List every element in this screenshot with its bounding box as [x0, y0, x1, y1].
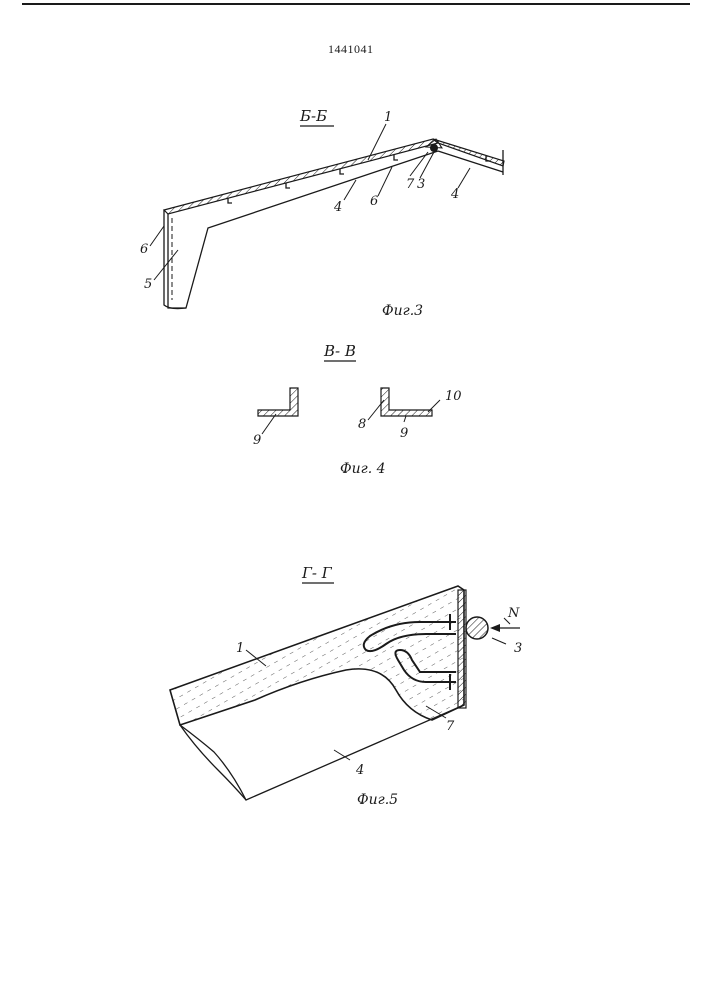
- body-break-line: [180, 725, 246, 800]
- fig5-label-7: 7: [446, 719, 455, 734]
- fig5-caption: Фиг.5: [357, 792, 398, 808]
- figure-4: В- В 9 8 9 10 Фиг. 4: [253, 342, 462, 477]
- angle-profile-right: [381, 388, 432, 416]
- leg-5-outline: [164, 210, 186, 309]
- concrete-section-1: [170, 586, 464, 725]
- section-label-g-g: Г- Г: [301, 564, 333, 582]
- fig3-label-5: 5: [144, 277, 152, 292]
- beam-body-4: [180, 705, 464, 800]
- fig4-label-9b: 9: [400, 426, 408, 441]
- fig3-label-1: 1: [384, 110, 392, 125]
- force-arrow-n: [490, 624, 520, 632]
- fig3-label-6a: 6: [370, 194, 378, 209]
- figure-3: Б-Б 1 4: [140, 107, 504, 319]
- fig5-label-4: 4: [355, 763, 364, 778]
- fig5-label-n: N: [507, 606, 520, 621]
- section-label-b-b: Б-Б: [299, 107, 327, 125]
- top-plate-section: [164, 139, 438, 214]
- end-plate: [458, 590, 466, 708]
- fig4-label-9a: 9: [253, 433, 261, 448]
- fig4-leaders: [262, 400, 440, 434]
- beam-body-4: [168, 150, 503, 308]
- fig5-label-3: 3: [514, 641, 522, 656]
- patent-number: 1441041: [328, 42, 374, 56]
- fig3-label-4b: 4: [450, 187, 459, 202]
- fig3-label-4a: 4: [333, 200, 342, 215]
- fig3-label-6b: 6: [140, 242, 148, 257]
- ball-element-3: [466, 617, 488, 639]
- fig4-caption: Фиг. 4: [340, 461, 386, 477]
- fig4-label-8: 8: [358, 417, 366, 432]
- fig4-label-10: 10: [445, 389, 462, 404]
- fig5-label-1: 1: [236, 641, 244, 656]
- figure-5: Г- Г 1 N: [170, 564, 522, 808]
- fig3-label-7: 7: [406, 177, 415, 192]
- section-label-v-v: В- В: [323, 342, 356, 360]
- angle-profile-left: [258, 388, 298, 416]
- fig3-label-3: 3: [417, 177, 425, 192]
- fig3-caption: Фиг.3: [382, 303, 423, 319]
